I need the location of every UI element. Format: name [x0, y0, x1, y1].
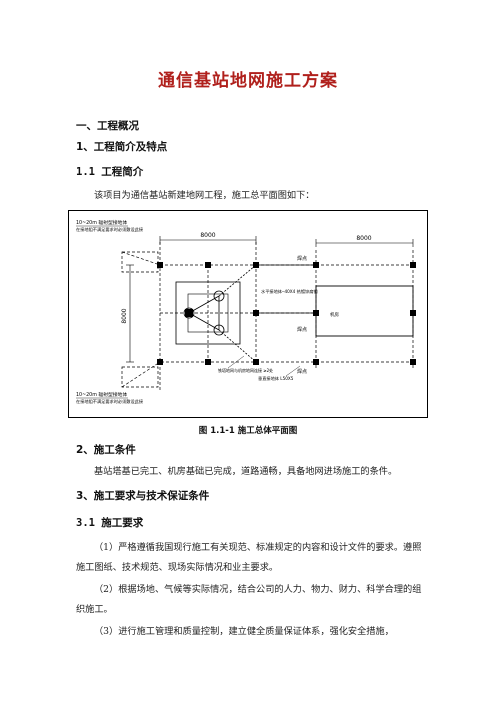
subsection-1-heading: 1、工程简介及特点: [76, 141, 168, 153]
section-1-heading: 一、工程概况: [76, 120, 139, 132]
label-angle: 垂直接地体 L50X5: [258, 375, 294, 382]
label-weld-b: 焊点: [297, 326, 307, 333]
subsection-2-heading: 2、施工条件: [76, 444, 136, 456]
label-radial-top-1: 10~20m 辐射型接地体: [76, 219, 127, 226]
subsection-3-1-heading: 3.1 施工要求: [76, 517, 144, 529]
subsection-3-heading: 3、施工要求与技术保证条件: [76, 490, 210, 502]
figure-caption: 图 1.1-1 施工总体平面图: [198, 426, 298, 436]
label-room: 机房: [330, 311, 339, 318]
label-radial-top-2: 在接地阻不满足要求时必须敷设此接: [76, 226, 144, 233]
requirement-2: （2）根据场地、气候等实际情况，结合公司的人力、物力、财力、科学合理的组织施工。: [76, 584, 422, 615]
site-plan-drawing: 8000 8000: [68, 210, 428, 418]
subsection-1-1-heading: 1.1 工程简介: [76, 166, 144, 178]
label-weld-c: 焊点: [297, 368, 307, 375]
site-plan-figure: 8000 8000: [68, 210, 428, 418]
figure-frame: [68, 210, 428, 418]
dim-left-top: 8000: [200, 232, 215, 239]
label-weld-a: 焊点: [297, 255, 307, 262]
dim-right-top: 8000: [356, 235, 371, 242]
dim-left-side: 8000: [121, 308, 128, 323]
requirement-1: （1）严格遵循我国现行施工有关现范、标准规定的内容和设计文件的要求。遵照施工图纸…: [76, 542, 422, 573]
label-steel: 水平接地体─40X4 热镀锌扁钢: [261, 288, 318, 295]
label-radial-bottom-2: 在接地阻不满足要求时必须敷设此接: [76, 398, 144, 405]
document-title: 通信基站地网施工方案: [158, 71, 338, 91]
requirement-3: （3）进行施工管理和质量控制，建立健全质量保证体系，强化安全措施，: [94, 626, 394, 637]
subsection-1-1-text: 该项目为通信基站新建地网工程，施工总平面图如下：: [94, 190, 315, 201]
label-connect: 铁塔地网与机房地网连接 ≥2处: [218, 367, 273, 373]
label-radial-bottom-1: 10~20m 辐射型接地体: [76, 391, 127, 398]
subsection-2-text: 基站塔基已完工、机房基础已完成，道路通畅，具备地网进场施工的条件。: [94, 466, 398, 477]
